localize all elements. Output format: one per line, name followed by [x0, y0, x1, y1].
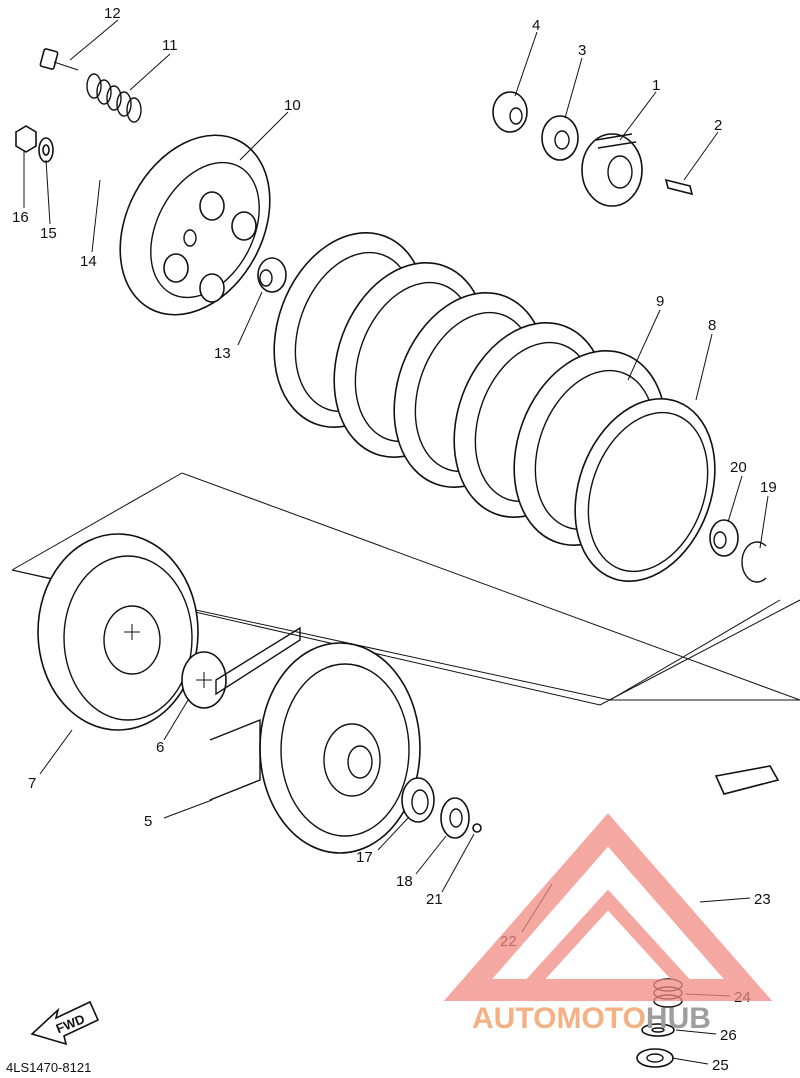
callout-23: 23: [754, 891, 771, 908]
fwd-arrow-icon: FWD: [30, 1000, 100, 1046]
part-1-primary-gear[interactable]: [581, 133, 643, 207]
part-26-washer[interactable]: [641, 1023, 675, 1037]
callout-1: 1: [652, 77, 660, 94]
callout-13: 13: [214, 345, 231, 362]
part-4-nut[interactable]: [492, 91, 528, 133]
part-5-clutch-housing[interactable]: [209, 626, 421, 854]
callout-10: 10: [284, 97, 301, 114]
part-25-oil-seal[interactable]: [636, 1048, 674, 1068]
part-3-washer[interactable]: [541, 115, 579, 161]
part-11-spring[interactable]: [86, 73, 142, 123]
callout-20: 20: [730, 459, 747, 476]
part-18-washer[interactable]: [440, 797, 470, 839]
callout-labels: 12 11 10 4 3 1 2 16 15 14 13 9 8 20 19 7…: [12, 5, 777, 1074]
callout-11: 11: [162, 37, 178, 54]
callout-6: 6: [156, 739, 164, 756]
callout-19: 19: [760, 479, 777, 496]
part-21-ball[interactable]: [472, 823, 482, 833]
part-19-circlip[interactable]: [741, 541, 767, 583]
callout-21: 21: [426, 891, 443, 908]
leader-lines: [23, 19, 769, 1065]
part-22-push-rod[interactable]: [485, 836, 679, 942]
callout-2: 2: [714, 117, 722, 134]
part-6-lock-washer[interactable]: [181, 651, 227, 709]
callout-17: 17: [356, 849, 373, 866]
callout-8: 8: [708, 317, 716, 334]
part-15-washer[interactable]: [38, 137, 54, 163]
part-10-pressure-plate[interactable]: [90, 109, 299, 341]
callout-5: 5: [144, 813, 152, 830]
watermark-logo-icon: [443, 813, 773, 1001]
part-2-key[interactable]: [664, 178, 694, 196]
callout-3: 3: [578, 42, 586, 59]
part-12-bolt[interactable]: [39, 48, 79, 71]
part-16-nut[interactable]: [15, 125, 37, 153]
callout-14: 14: [80, 253, 97, 270]
part-14-push-rod[interactable]: [61, 157, 131, 193]
watermark-brand-part2: HUB: [646, 1002, 711, 1035]
callout-12: 12: [104, 5, 121, 22]
callout-4: 4: [532, 17, 540, 34]
callout-7: 7: [28, 775, 36, 792]
part-7-clutch-boss[interactable]: [37, 533, 199, 731]
callout-18: 18: [396, 873, 413, 890]
callout-16: 16: [12, 209, 29, 226]
part-13-bearing[interactable]: [257, 257, 287, 293]
watermark-brand: AUTOMOTOHUB: [472, 1002, 711, 1035]
part-17-bushing[interactable]: [401, 777, 435, 823]
callout-9: 9: [656, 293, 664, 310]
callout-15: 15: [40, 225, 57, 242]
part-8-clutch-plate[interactable]: [551, 379, 739, 601]
callout-25: 25: [712, 1057, 729, 1074]
diagram-code: 4LS1470-8121: [6, 1060, 91, 1075]
watermark-brand-part1: AUTOMOTO: [472, 1002, 646, 1035]
part-20-bearing[interactable]: [709, 519, 739, 557]
callout-26: 26: [720, 1027, 737, 1044]
